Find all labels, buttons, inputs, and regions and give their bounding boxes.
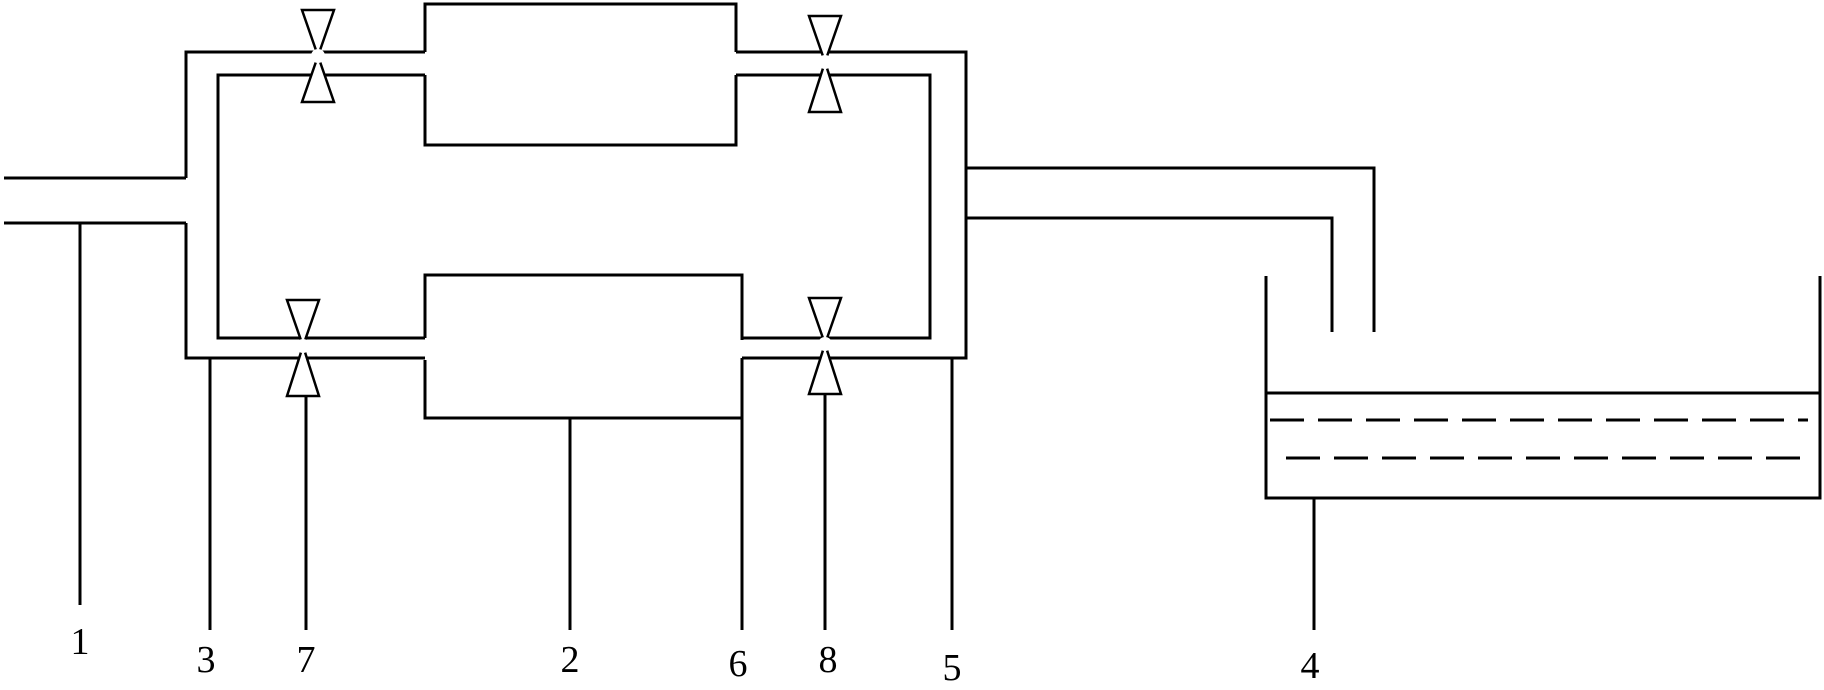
reference-labels: 1 3 7 2 6 8 5 4 bbox=[71, 621, 1320, 689]
label-5: 5 bbox=[943, 647, 962, 689]
inlet-pipe bbox=[4, 176, 186, 225]
valve-lower-right bbox=[807, 296, 843, 396]
lower-vessel bbox=[423, 273, 744, 420]
label-3: 3 bbox=[197, 639, 216, 681]
label-1: 1 bbox=[71, 621, 90, 663]
valve-upper-left bbox=[300, 8, 336, 104]
label-4: 4 bbox=[1301, 645, 1320, 687]
leader-lines bbox=[78, 223, 1316, 630]
label-2: 2 bbox=[561, 639, 580, 681]
valve-upper-right bbox=[807, 14, 843, 114]
discharge-pipe bbox=[966, 166, 1376, 332]
valve-lower-left bbox=[285, 298, 321, 398]
label-8: 8 bbox=[819, 639, 838, 681]
collection-tank bbox=[1264, 276, 1822, 500]
label-7: 7 bbox=[297, 639, 316, 681]
upper-vessel bbox=[423, 2, 738, 147]
outlet-manifold bbox=[736, 50, 968, 360]
label-6: 6 bbox=[729, 643, 748, 685]
